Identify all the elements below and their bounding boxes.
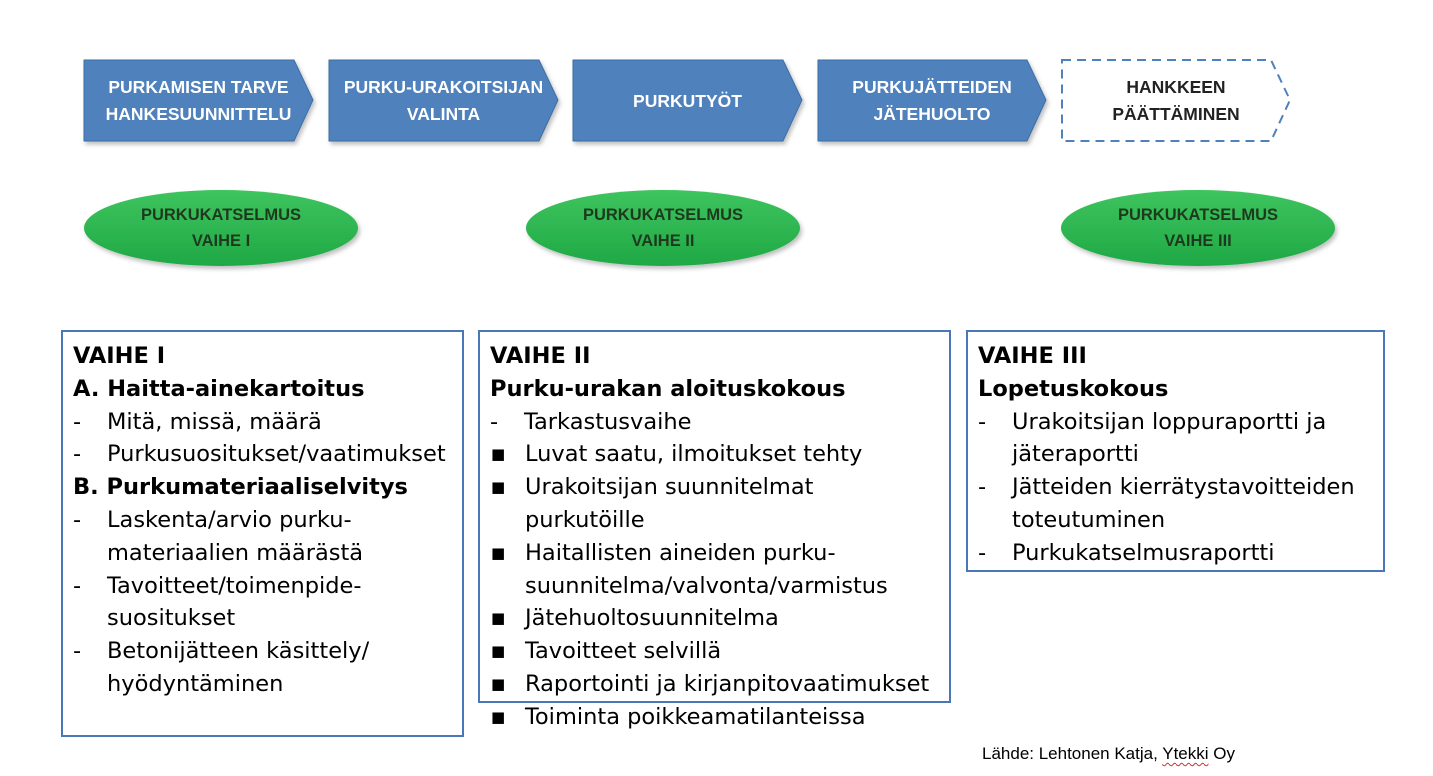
square-bullet-icon: ■ bbox=[491, 445, 506, 464]
process-step-5-label: HANKKEEN PÄÄTTÄMINEN bbox=[1112, 77, 1240, 124]
process-step-4-label: PURKUJÄTTEIDEN JÄTEHUOLTO bbox=[852, 77, 1012, 124]
list-item-text: Purkusuositukset/vaatimukset bbox=[107, 441, 446, 468]
dash-marker: - bbox=[978, 474, 987, 501]
dash-marker: - bbox=[73, 638, 82, 665]
list-item-line: materiaalien määrästä bbox=[107, 539, 364, 566]
list-item: - Purkusuositukset/vaatimukset bbox=[73, 438, 452, 471]
square-bullet-icon: ■ bbox=[491, 478, 506, 497]
list-item-text: Tavoitteet/toimenpide- suositukset bbox=[107, 570, 452, 636]
list-item: - Tavoitteet/toimenpide- suositukset bbox=[73, 570, 452, 636]
list-item-text: Urakoitsijan suunnitelmat purkutöille bbox=[525, 474, 814, 533]
list-item-text: Jätteiden kierrätystavoitteiden toteutum… bbox=[1012, 471, 1373, 537]
list-item: - Betonijätteen käsittely/ hyödyntäminen bbox=[73, 635, 452, 701]
list-item-line: Laskenta/arvio purku- bbox=[107, 506, 352, 533]
list-item-text: Tarkastusvaihe bbox=[524, 408, 692, 435]
list-item-line: Urakoitsijan loppuraportti ja bbox=[1012, 408, 1327, 435]
square-bullet-icon: ■ bbox=[491, 609, 506, 628]
phase-2-heading: Purku-urakan aloituskokous bbox=[490, 375, 846, 402]
process-step-3-label: PURKUTYÖT bbox=[633, 90, 742, 111]
dash-marker: - bbox=[73, 572, 82, 599]
source-suffix: Oy bbox=[1208, 744, 1235, 763]
list-item: ■ Toiminta poikkeamatilanteissa bbox=[490, 701, 939, 734]
list-item: ■ Jätehuoltosuunnitelma bbox=[490, 602, 939, 635]
list-item: - Laskenta/arvio purku- materiaalien mää… bbox=[73, 504, 452, 570]
phase-3-title: VAIHE III bbox=[978, 343, 1087, 369]
source-credit: Lähde: Lehtonen Katja, Ytekki Oy bbox=[982, 744, 1235, 764]
dash-marker: - bbox=[978, 539, 987, 566]
phase-2-box: VAIHE II Purku-urakan aloituskokous - Ta… bbox=[478, 330, 951, 730]
phase-3-heading: Lopetuskokous bbox=[978, 375, 1169, 402]
process-step-3-arrow bbox=[572, 59, 803, 142]
phase-3-box: VAIHE III Lopetuskokous - Urakoitsijan l… bbox=[966, 330, 1385, 572]
dash-marker: - bbox=[73, 408, 82, 435]
list-item-text: Haitallisten aineiden purku- suunnitelma… bbox=[525, 537, 939, 603]
process-step-5-arrow bbox=[1061, 59, 1292, 142]
list-item-text: Jätehuoltosuunnitelma bbox=[525, 605, 779, 632]
phase-1-heading-a: A. Haitta-ainekartoitus bbox=[73, 375, 365, 402]
list-item-text: Raportointi ja kirjanpitovaatimukset bbox=[525, 670, 930, 697]
list-item: - Purkukatselmusraportti bbox=[978, 537, 1373, 570]
process-step-2-arrow bbox=[328, 59, 559, 142]
survey-2-oval bbox=[526, 190, 800, 266]
process-flow-shapes bbox=[83, 59, 1335, 266]
list-item-line: suunnitelma/valvonta/varmistus bbox=[525, 572, 888, 599]
square-bullet-icon: ■ bbox=[491, 674, 506, 693]
phase-2-title: VAIHE II bbox=[490, 343, 591, 369]
list-item-text: Laskenta/arvio purku- materiaalien määrä… bbox=[107, 504, 452, 570]
process-step-1-label: PURKAMISEN TARVE HANKESUUNNITTELU bbox=[105, 77, 292, 124]
list-item: - Tarkastusvaihe bbox=[490, 406, 939, 439]
list-item-text: Tavoitteet selvillä bbox=[525, 638, 722, 665]
list-item-line: Tavoitteet/toimenpide- bbox=[107, 572, 362, 599]
square-bullet-icon: ■ bbox=[491, 642, 506, 661]
survey-1-oval bbox=[84, 190, 358, 266]
source-prefix: Lähde: Lehtonen Katja, bbox=[982, 744, 1163, 763]
phase-1-box: VAIHE I A. Haitta-ainekartoitus - Mitä, … bbox=[61, 330, 464, 737]
process-flow: PURKAMISEN TARVE HANKESUUNNITTELU PURKU-… bbox=[0, 0, 1433, 300]
list-item-line: suositukset bbox=[107, 605, 236, 632]
survey-1-label: PURKUKATSELMUS VAIHE I bbox=[140, 206, 302, 250]
list-item: - Mitä, missä, määrä bbox=[73, 406, 452, 439]
list-item: ■ Urakoitsijan suunnitelmat purkutöille bbox=[490, 471, 939, 537]
square-bullet-icon: ■ bbox=[491, 707, 506, 726]
survey-3-oval bbox=[1061, 190, 1335, 266]
survey-2-label: PURKUKATSELMUS VAIHE II bbox=[582, 206, 744, 250]
list-item-line: Betonijätteen käsittely/ bbox=[107, 638, 370, 665]
list-item: ■ Luvat saatu, ilmoitukset tehty bbox=[490, 438, 939, 471]
list-item: ■ Haitallisten aineiden purku- suunnitel… bbox=[490, 537, 939, 603]
list-item: - Urakoitsijan loppuraportti ja jäterapo… bbox=[978, 406, 1373, 472]
list-item-text: Urakoitsijan loppuraportti ja jäteraport… bbox=[1012, 406, 1373, 472]
list-item-text: Mitä, missä, määrä bbox=[107, 408, 322, 435]
list-item-line: hyödyntäminen bbox=[107, 670, 284, 697]
list-item-text: Toiminta poikkeamatilanteissa bbox=[525, 703, 866, 730]
square-bullet-icon: ■ bbox=[491, 543, 506, 562]
list-item-line: jäteraportti bbox=[1012, 441, 1139, 468]
dash-marker: - bbox=[978, 408, 987, 435]
list-item-line: toteutuminen bbox=[1012, 506, 1166, 533]
dash-marker: - bbox=[73, 506, 82, 533]
process-step-2-label: PURKU-URAKOITSIJAN VALINTA bbox=[343, 77, 544, 124]
list-item: ■ Raportointi ja kirjanpitovaatimukset bbox=[490, 668, 939, 701]
survey-3-label: PURKUKATSELMUS VAIHE III bbox=[1117, 206, 1279, 250]
phase-1-title: VAIHE I bbox=[73, 343, 166, 369]
list-item-text: Betonijätteen käsittely/ hyödyntäminen bbox=[107, 635, 452, 701]
phase-1-heading-b: B. Purkumateriaaliselvitys bbox=[73, 474, 408, 501]
dash-marker: - bbox=[490, 408, 499, 435]
source-org: Ytekki bbox=[1162, 744, 1209, 763]
list-item-line: Jätteiden kierrätystavoitteiden bbox=[1012, 474, 1355, 501]
process-step-4-arrow bbox=[817, 59, 1047, 142]
list-item-text: Luvat saatu, ilmoitukset tehty bbox=[525, 441, 863, 468]
list-item-text: Purkukatselmusraportti bbox=[1012, 539, 1275, 566]
process-step-1-arrow bbox=[83, 59, 314, 142]
list-item: - Jätteiden kierrätystavoitteiden toteut… bbox=[978, 471, 1373, 537]
dash-marker: - bbox=[73, 441, 82, 468]
list-item-line: Haitallisten aineiden purku- bbox=[525, 539, 836, 566]
list-item: ■ Tavoitteet selvillä bbox=[490, 635, 939, 668]
